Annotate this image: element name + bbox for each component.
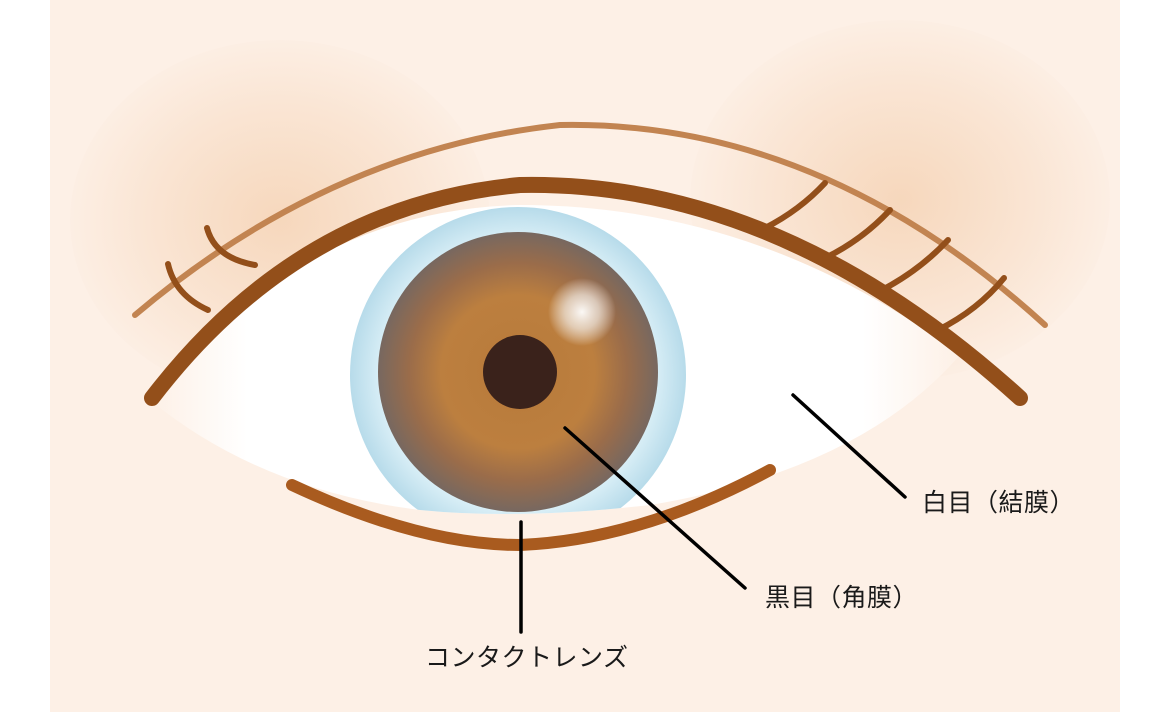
label-contact-lens: コンタクトレンズ xyxy=(425,643,629,672)
label-cornea: 黒目（角膜） xyxy=(765,583,919,612)
leader-line-cornea xyxy=(563,426,747,590)
leader-line-sclera xyxy=(791,393,907,499)
pupil xyxy=(483,335,557,409)
eyelashes-left xyxy=(165,225,258,313)
eye-highlight xyxy=(548,278,616,346)
upper-eyelid-line xyxy=(144,176,1028,406)
eyelid-crease xyxy=(132,121,1048,328)
eyelashes-right xyxy=(762,180,1007,333)
label-sclera: 白目（結膜） xyxy=(922,488,1076,517)
